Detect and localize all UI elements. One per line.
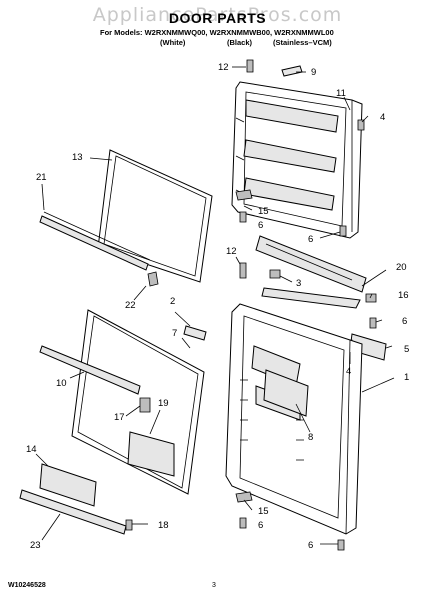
hinge-plate-3 xyxy=(261,287,361,309)
plug-16 xyxy=(365,293,377,303)
callout-20: 20 xyxy=(396,262,407,273)
document-number: W10246528 xyxy=(8,582,46,589)
callout-6-bottom-left: 6 xyxy=(258,520,263,531)
screw-12a xyxy=(246,59,254,73)
hinge-bracket-20 xyxy=(255,235,367,293)
bracket-22 xyxy=(147,271,159,287)
door-bin-8 xyxy=(263,369,309,417)
freezer-shelf-rail xyxy=(39,211,151,271)
door-bin-14 xyxy=(39,463,97,507)
freezer-gasket xyxy=(97,149,213,283)
hinge-15b xyxy=(235,491,253,503)
screw-4a xyxy=(357,119,365,131)
callout-16: 16 xyxy=(398,290,409,301)
callout-6-right: 6 xyxy=(308,234,313,245)
callout-14: 14 xyxy=(26,444,37,455)
variant-white: (White) xyxy=(160,38,186,47)
callout-4-bottom: 4 xyxy=(346,366,351,377)
screw-6e xyxy=(337,539,345,551)
variant-black: (Black) xyxy=(227,38,253,47)
watermark: AppliancePartsPros.com xyxy=(92,4,343,26)
callout-18: 18 xyxy=(158,520,169,531)
screw-6a xyxy=(239,211,247,223)
callout-6-top: 6 xyxy=(258,220,263,231)
callout-6-bottom-right: 6 xyxy=(308,540,313,551)
callout-23: 23 xyxy=(30,540,41,551)
models-line: For Models: W2RXNMMWQ00, W2RXNMMWB00, W2… xyxy=(100,28,334,37)
callout-12-mid: 12 xyxy=(226,246,237,257)
screw-12b xyxy=(239,262,247,279)
callout-12-top: 12 xyxy=(218,62,229,73)
callout-15-bottom: 15 xyxy=(258,506,269,517)
callout-13: 13 xyxy=(72,152,83,163)
callout-19: 19 xyxy=(158,398,169,409)
callout-21: 21 xyxy=(36,172,47,183)
callout-2: 2 xyxy=(170,296,175,307)
handle-cap-9 xyxy=(281,65,303,77)
leader-lines xyxy=(35,66,395,545)
callout-5: 5 xyxy=(404,344,409,355)
callout-22: 22 xyxy=(125,300,136,311)
page-number: 3 xyxy=(212,582,216,589)
callout-6-mid: 6 xyxy=(402,316,407,327)
callout-17: 17 xyxy=(114,412,125,423)
callout-3: 3 xyxy=(296,278,301,289)
callout-7: 7 xyxy=(172,328,177,339)
callout-8: 8 xyxy=(308,432,313,443)
callout-1: 1 xyxy=(404,372,409,383)
freezer-door xyxy=(231,81,363,239)
shelf-rail-10 xyxy=(39,345,141,395)
plug-3 xyxy=(269,269,281,279)
screw-6c xyxy=(369,317,377,329)
hinge-15a xyxy=(235,189,253,201)
callout-4-top: 4 xyxy=(380,112,385,123)
screw-6b xyxy=(339,225,347,237)
variant-stainless: (Stainless–VCM) xyxy=(273,38,332,47)
callout-9: 9 xyxy=(311,67,316,78)
callout-10: 10 xyxy=(56,378,67,389)
screw-6d xyxy=(239,517,247,529)
part-2 xyxy=(183,325,207,341)
dairy-bin-19 xyxy=(127,431,175,477)
callout-11: 11 xyxy=(336,88,346,99)
screw-18 xyxy=(125,519,133,531)
callout-15-top: 15 xyxy=(258,206,269,217)
shelf-rail-23 xyxy=(19,489,127,535)
bracket-17 xyxy=(139,397,151,413)
page-title: DOOR PARTS xyxy=(168,10,267,26)
